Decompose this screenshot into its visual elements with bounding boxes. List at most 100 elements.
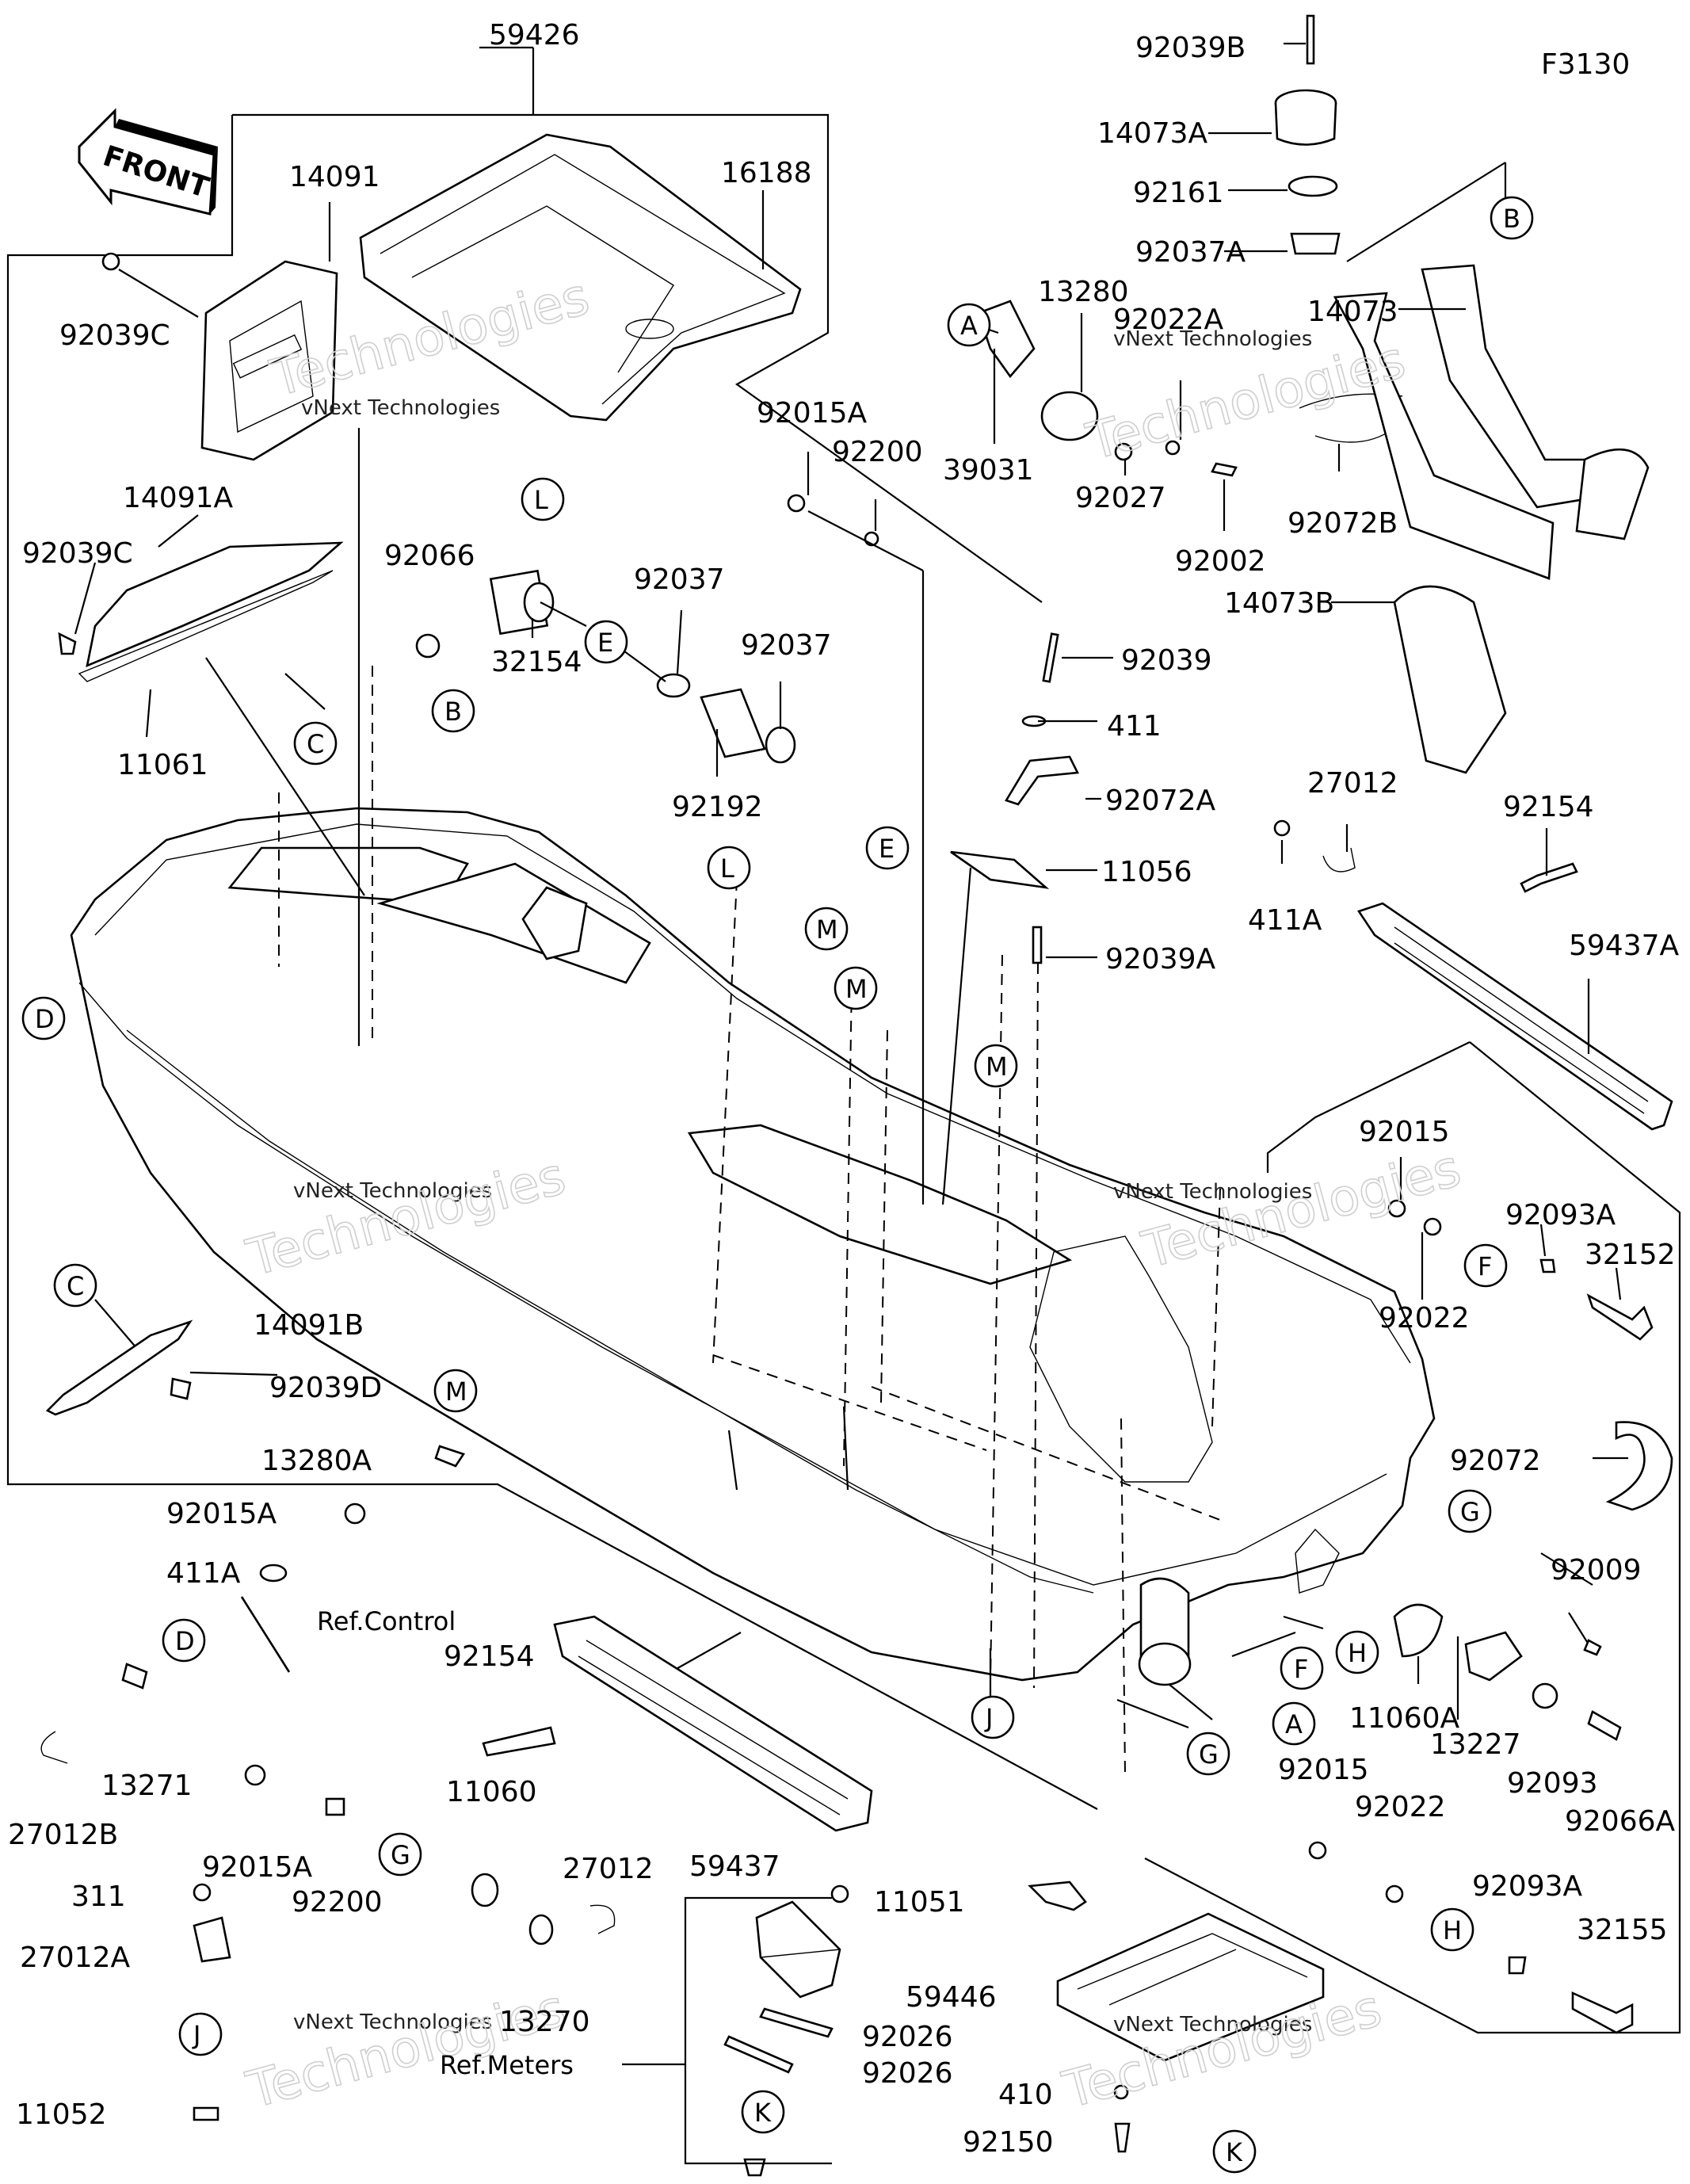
fitting-32152: [1586, 1293, 1654, 1341]
oring-92161: [1288, 175, 1338, 197]
bracket-92072A: [1005, 755, 1080, 806]
svg-text:D: D: [35, 1004, 55, 1034]
part-label: 92022A: [1113, 304, 1224, 336]
washer-92093A-r: [1539, 1258, 1556, 1273]
part-label: 92093A: [1472, 1870, 1583, 1903]
strap-92026-a: [759, 2007, 834, 2038]
part-label: 14091: [289, 161, 380, 193]
svg-text:C: C: [67, 1271, 84, 1301]
part-label: 411A: [1248, 904, 1322, 937]
clip-13280A: [434, 1445, 466, 1468]
svg-text:M: M: [986, 1052, 1008, 1082]
bolt-92039A: [1032, 926, 1043, 964]
part-label: 92072: [1450, 1445, 1541, 1477]
svg-text:A: A: [1285, 1709, 1303, 1739]
cover-14091: [200, 260, 338, 461]
svg-text:vNext Technologies: vNext Technologies: [1113, 2013, 1312, 2037]
svg-text:vNext Technologies: vNext Technologies: [1113, 327, 1312, 351]
part-label: 11061: [117, 749, 208, 781]
washer-410: [1113, 2084, 1129, 2100]
nut-311: [193, 1883, 212, 1902]
washer-92093A-b: [1508, 1956, 1527, 1975]
washer-92200-bottom: [325, 1797, 345, 1816]
bracket-11051: [1028, 1880, 1087, 1911]
washer-13270: [528, 1914, 554, 1945]
svg-text:K: K: [1226, 2137, 1243, 2167]
part-label: 92039D: [269, 1372, 382, 1404]
part-label: 32152: [1585, 1239, 1676, 1271]
callout-C-left: C: [53, 1263, 97, 1308]
washer-92022-b: [1385, 1884, 1404, 1903]
svg-text:L: L: [534, 485, 548, 515]
washer-411A-top: [1273, 819, 1291, 837]
svg-text:C: C: [307, 729, 324, 759]
part-label: 59437A: [1569, 930, 1680, 962]
cover-14091A: [78, 541, 344, 682]
callout-H-low: H: [1430, 1907, 1474, 1952]
part-label: 13270: [499, 2006, 590, 2038]
svg-text:vNext Technologies: vNext Technologies: [293, 1179, 492, 1203]
svg-text:E: E: [879, 834, 895, 864]
part-label: 92093: [1507, 1767, 1598, 1800]
callout-K-right: K: [1212, 2129, 1257, 2174]
callout-G: G: [1448, 1489, 1492, 1533]
screw-92039D: [170, 1377, 192, 1400]
svg-text:E: E: [597, 628, 613, 658]
callout-A: A: [947, 303, 991, 347]
part-label: 92066A: [1565, 1805, 1676, 1838]
fitting-32154: [489, 569, 796, 764]
part-label: 92009: [1551, 1554, 1642, 1586]
part-label: 92039C: [22, 537, 133, 570]
bracket-27012A: [193, 1916, 231, 1963]
part-label: 92027: [1075, 482, 1166, 514]
grommet-11060A: [1393, 1603, 1444, 1658]
nut-92015A-bottom: [244, 1764, 266, 1786]
part-label: 14091A: [123, 482, 234, 514]
nut-92027: [1114, 442, 1133, 461]
washer-92022-r: [1423, 1217, 1442, 1236]
callout-E: E: [584, 620, 628, 664]
callout-B: B: [431, 689, 475, 733]
part-label: 32154: [491, 646, 582, 678]
part-label: 14073A: [1097, 117, 1208, 150]
part-label: 92154: [444, 1640, 535, 1673]
part-label: 27012B: [8, 1819, 118, 1851]
part-label: 14073: [1307, 296, 1398, 328]
part-label: 92072A: [1105, 785, 1216, 817]
part-label: 410: [998, 2079, 1053, 2111]
meter-bracket-group: [723, 1884, 849, 2177]
plug-92066A: [1587, 1710, 1622, 1741]
part-label: 92022: [1355, 1791, 1446, 1823]
part-label: 92015A: [166, 1498, 277, 1530]
part-label: 92039A: [1105, 943, 1216, 976]
part-label: 92200: [832, 436, 923, 468]
connector-14073A: [1274, 14, 1341, 255]
part-label: 92066: [384, 540, 475, 572]
callout-M-3: M: [974, 1044, 1018, 1088]
grommet-11060: [471, 1873, 499, 1907]
part-label: 92039C: [59, 319, 170, 352]
callout-G-low: G: [1186, 1732, 1230, 1776]
part-label: 92154: [1503, 791, 1594, 823]
part-label: 92015: [1359, 1116, 1450, 1148]
washer-92093: [1532, 1682, 1558, 1709]
part-label: 92200: [292, 1886, 383, 1919]
callout-J-left: J: [178, 2012, 223, 2056]
washer-92022A: [1165, 440, 1181, 456]
clip-11052: [193, 2106, 219, 2121]
bracket-13271: [121, 1663, 148, 1690]
svg-text:F: F: [1294, 1654, 1308, 1684]
stud-92039B: [1306, 14, 1315, 65]
clip-27012B: [40, 1731, 68, 1764]
svg-text:vNext Technologies: vNext Technologies: [301, 396, 500, 420]
callout-F: F: [1463, 1243, 1508, 1288]
part-label: 14091B: [254, 1309, 364, 1342]
part-label: 92015A: [757, 397, 868, 430]
part-label: 11052: [16, 2098, 107, 2131]
part-label: 92037A: [1135, 236, 1246, 269]
callout-M-2: M: [834, 966, 878, 1010]
part-labels: 59426 14091 16188 92039C 14091A 92039C 9…: [8, 19, 1680, 2159]
part-label: 13227: [1430, 1728, 1521, 1761]
part-label: 92026: [862, 2057, 953, 2090]
callout-G-left: G: [378, 1832, 422, 1877]
